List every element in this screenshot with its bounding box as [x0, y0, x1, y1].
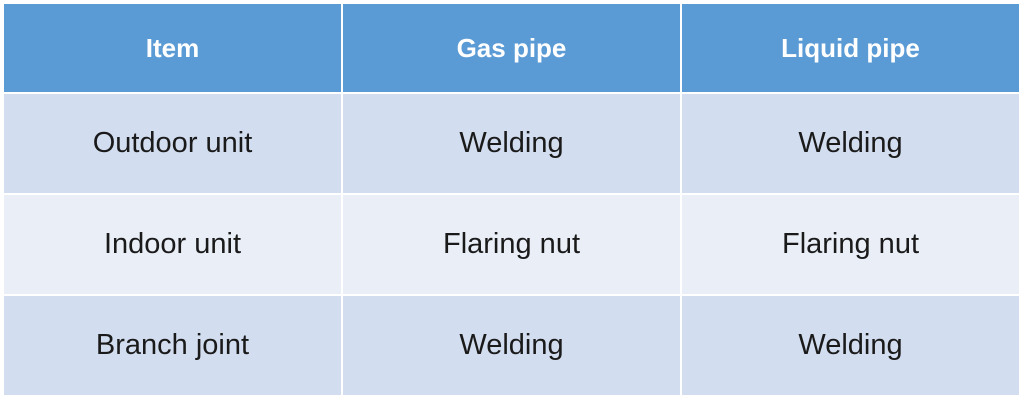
table-cell: Flaring nut [341, 193, 682, 296]
header-row: Item Gas pipe Liquid pipe [2, 2, 1021, 94]
table-body: Outdoor unit Welding Welding Indoor unit… [2, 92, 1021, 397]
table-cell: Welding [680, 92, 1021, 195]
header-cell-gas-pipe: Gas pipe [341, 2, 682, 94]
table-header: Item Gas pipe Liquid pipe [2, 2, 1021, 94]
table-cell: Flaring nut [680, 193, 1021, 296]
table-row: Branch joint Welding Welding [2, 294, 1021, 397]
table-cell: Welding [680, 294, 1021, 397]
table-cell: Welding [341, 294, 682, 397]
table-row: Outdoor unit Welding Welding [2, 92, 1021, 195]
table-cell: Welding [341, 92, 682, 195]
pipe-connection-table: Item Gas pipe Liquid pipe Outdoor unit W… [2, 2, 1021, 397]
header-cell-liquid-pipe: Liquid pipe [680, 2, 1021, 94]
table-cell: Indoor unit [2, 193, 343, 296]
table-row: Indoor unit Flaring nut Flaring nut [2, 193, 1021, 296]
table-cell: Outdoor unit [2, 92, 343, 195]
table-cell: Branch joint [2, 294, 343, 397]
header-cell-item: Item [2, 2, 343, 94]
